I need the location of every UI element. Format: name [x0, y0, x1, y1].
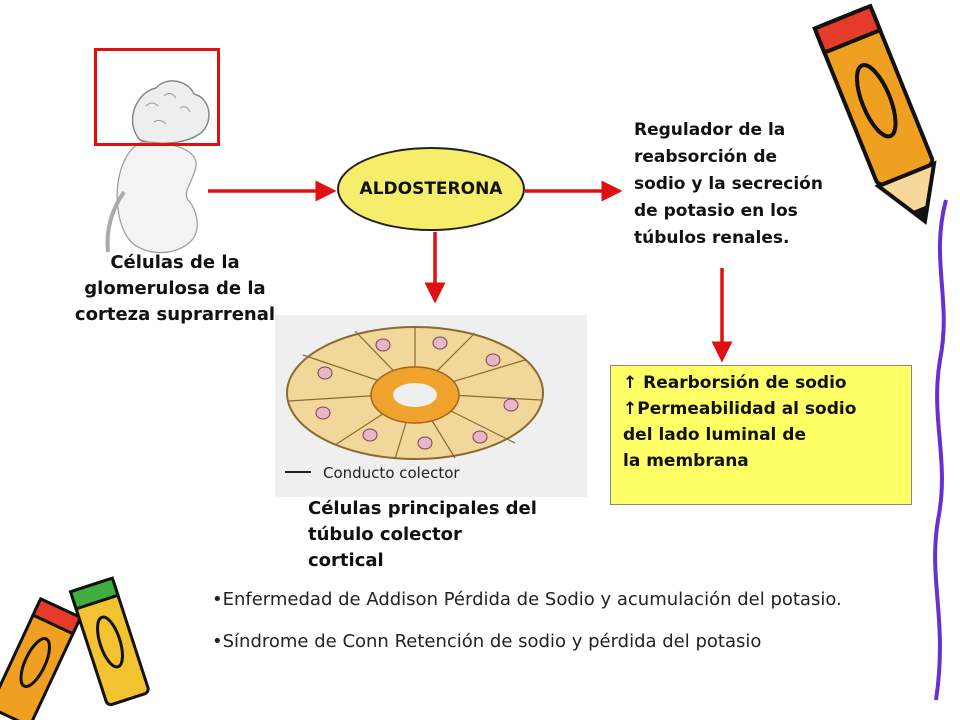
regulator-line-1: Regulador de la: [634, 120, 786, 140]
regulator-line-3: sodio y la secreción: [634, 174, 823, 194]
regulator-line-5: túbulos renales.: [634, 228, 790, 248]
source-line-1: Células de la: [110, 252, 240, 273]
source-cells-label: Células de la glomerulosa de la corteza …: [40, 250, 310, 328]
target-line-2: túbulo colector: [308, 524, 462, 545]
duct-caption: Conducto colector: [323, 464, 460, 482]
hormone-node: ALDOSTERONA: [337, 147, 525, 231]
note-conn: •Síndrome de Conn Retención de sodio y p…: [212, 631, 762, 652]
collecting-duct-drawing: Conducto colector: [285, 326, 544, 482]
effect-line-2: ↑Permeabilidad al sodio: [623, 399, 857, 419]
source-line-2: glomerulosa de la: [84, 278, 266, 299]
target-cells-label: Células principales del túbulo colector …: [308, 496, 588, 574]
disease-notes: •Enfermedad de Addison Pérdida de Sodio …: [212, 586, 922, 670]
collecting-duct-image: Conducto colector: [275, 315, 587, 497]
regulator-line-2: reabsorción de: [634, 147, 778, 167]
effect-line-1: ↑ Rearborsión de sodio: [623, 373, 847, 393]
regulator-line-4: de potasio en los: [634, 201, 798, 221]
target-line-1: Células principales del: [308, 498, 537, 519]
effect-line-3: del lado luminal de: [623, 425, 806, 445]
adrenal-highlight-frame: [94, 48, 220, 146]
source-line-3: corteza suprarrenal: [74, 304, 276, 325]
pencil-clipart-bottom-left: [0, 576, 150, 720]
adrenal-kidney-illustration: [105, 80, 210, 254]
pencil-clipart-top-right: [812, 3, 948, 701]
effects-box: ↑ Rearborsión de sodio ↑Permeabilidad al…: [610, 365, 912, 505]
note-addison: •Enfermedad de Addison Pérdida de Sodio …: [212, 589, 842, 610]
effect-line-4: la membrana: [623, 451, 749, 471]
regulator-text: Regulador de la reabsorción de sodio y l…: [634, 117, 874, 252]
hormone-label: ALDOSTERONA: [359, 179, 503, 199]
target-line-3: cortical: [308, 550, 384, 571]
